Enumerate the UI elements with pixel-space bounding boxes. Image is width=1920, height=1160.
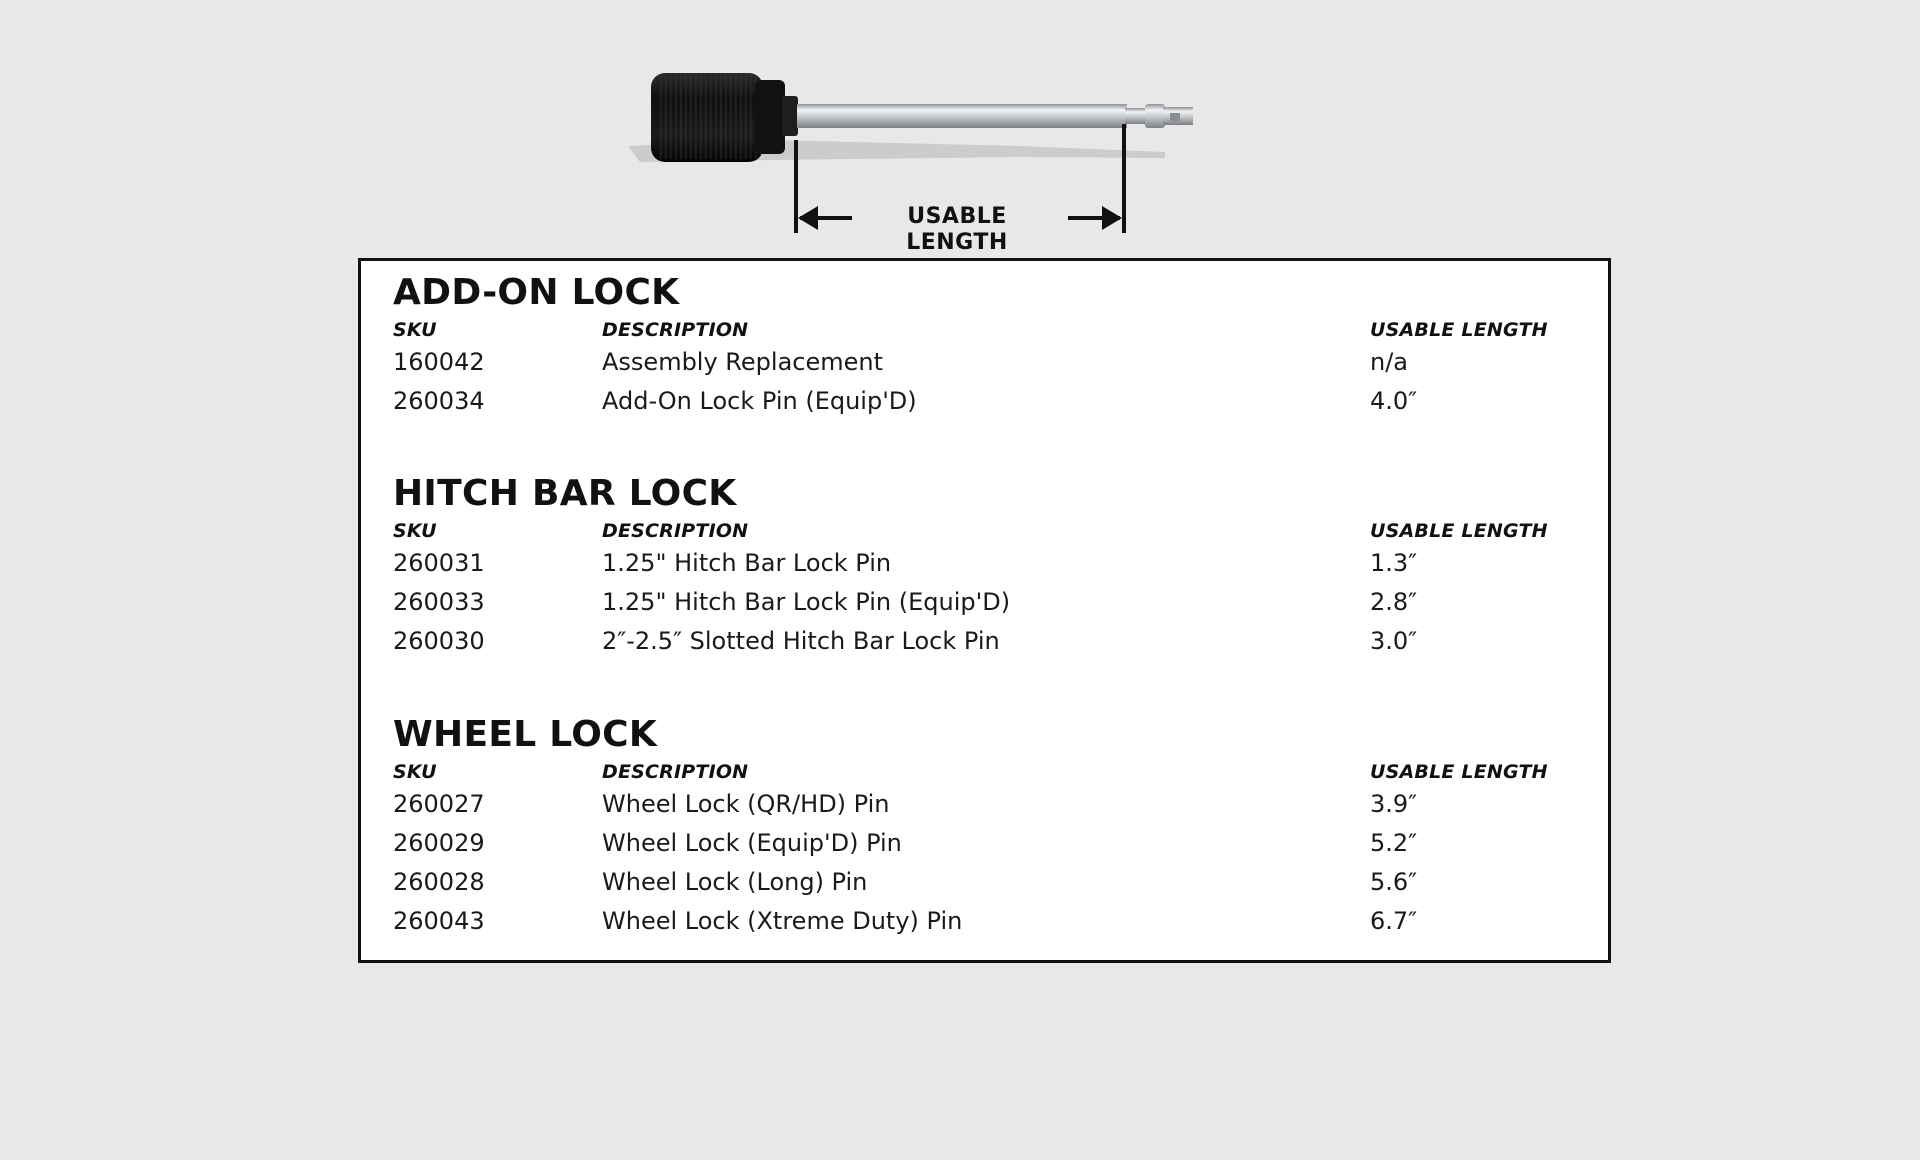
cell-sku: 260034 — [393, 387, 485, 415]
cell-sku: 260028 — [393, 868, 485, 896]
section-add-on-lock: ADD-ON LOCK SKU DESCRIPTION USABLE LENGT… — [393, 273, 1583, 421]
cell-usable-length: 5.2″ — [1370, 829, 1418, 857]
header-sku: SKU — [393, 761, 437, 783]
header-usable-length: USABLE LENGTH — [1370, 520, 1548, 542]
table-row: 160042 Assembly Replacement n/a — [393, 343, 1583, 382]
cell-sku: 260029 — [393, 829, 485, 857]
cell-description: Wheel Lock (Xtreme Duty) Pin — [602, 907, 963, 935]
table-row: 260028 Wheel Lock (Long) Pin 5.6″ — [393, 863, 1583, 902]
cell-sku: 260027 — [393, 790, 485, 818]
table-row: 260034 Add-On Lock Pin (Equip'D) 4.0″ — [393, 382, 1583, 421]
header-description: DESCRIPTION — [602, 761, 749, 783]
cell-description: Wheel Lock (Long) Pin — [602, 868, 868, 896]
table-row: 260030 2″-2.5″ Slotted Hitch Bar Lock Pi… — [393, 622, 1583, 661]
usable-length-label: USABLE LENGTH — [906, 204, 1008, 255]
header-sku: SKU — [393, 319, 437, 341]
knurled-knob — [651, 73, 798, 162]
table-header: SKU DESCRIPTION USABLE LENGTH — [393, 759, 1583, 785]
header-sku: SKU — [393, 520, 437, 542]
cell-description: 1.25" Hitch Bar Lock Pin (Equip'D) — [602, 588, 1011, 616]
cell-usable-length: 6.7″ — [1370, 907, 1418, 935]
cell-sku: 260043 — [393, 907, 485, 935]
cell-sku: 260030 — [393, 627, 485, 655]
header-usable-length: USABLE LENGTH — [1370, 761, 1548, 783]
cell-sku: 160042 — [393, 348, 485, 376]
table-row: 260043 Wheel Lock (Xtreme Duty) Pin 6.7″ — [393, 902, 1583, 941]
cell-usable-length: 3.0″ — [1370, 627, 1418, 655]
cell-description: 1.25" Hitch Bar Lock Pin — [602, 549, 892, 577]
cell-description: 2″-2.5″ Slotted Hitch Bar Lock Pin — [602, 627, 1000, 655]
header-description: DESCRIPTION — [602, 319, 749, 341]
section-title: ADD-ON LOCK — [393, 272, 680, 313]
lock-pin-figure — [628, 73, 1193, 233]
dimension-arrows — [794, 124, 1126, 233]
section-wheel-lock: WHEEL LOCK SKU DESCRIPTION USABLE LENGTH… — [393, 715, 1583, 941]
header-usable-length: USABLE LENGTH — [1370, 319, 1548, 341]
section-title: HITCH BAR LOCK — [393, 473, 737, 514]
pin-shaft — [797, 104, 1193, 128]
section-hitch-bar-lock: HITCH BAR LOCK SKU DESCRIPTION USABLE LE… — [393, 474, 1583, 661]
cell-usable-length: 2.8″ — [1370, 588, 1418, 616]
cell-description: Add-On Lock Pin (Equip'D) — [602, 387, 917, 415]
cell-description: Assembly Replacement — [602, 348, 884, 376]
spec-table-panel: ADD-ON LOCK SKU DESCRIPTION USABLE LENGT… — [358, 258, 1611, 963]
cell-sku: 260031 — [393, 549, 485, 577]
section-title: WHEEL LOCK — [393, 714, 658, 755]
table-row: 260027 Wheel Lock (QR/HD) Pin 3.9″ — [393, 785, 1583, 824]
table-header: SKU DESCRIPTION USABLE LENGTH — [393, 518, 1583, 544]
table-row: 260031 1.25" Hitch Bar Lock Pin 1.3″ — [393, 544, 1583, 583]
cell-usable-length: n/a — [1370, 348, 1409, 376]
cell-usable-length: 4.0″ — [1370, 387, 1418, 415]
table-row: 260029 Wheel Lock (Equip'D) Pin 5.2″ — [393, 824, 1583, 863]
cell-description: Wheel Lock (QR/HD) Pin — [602, 790, 890, 818]
cell-usable-length: 3.9″ — [1370, 790, 1418, 818]
cell-usable-length: 1.3″ — [1370, 549, 1418, 577]
header-description: DESCRIPTION — [602, 520, 749, 542]
cell-description: Wheel Lock (Equip'D) Pin — [602, 829, 902, 857]
table-row: 260033 1.25" Hitch Bar Lock Pin (Equip'D… — [393, 583, 1583, 622]
cell-sku: 260033 — [393, 588, 485, 616]
cell-usable-length: 5.6″ — [1370, 868, 1418, 896]
table-header: SKU DESCRIPTION USABLE LENGTH — [393, 317, 1583, 343]
